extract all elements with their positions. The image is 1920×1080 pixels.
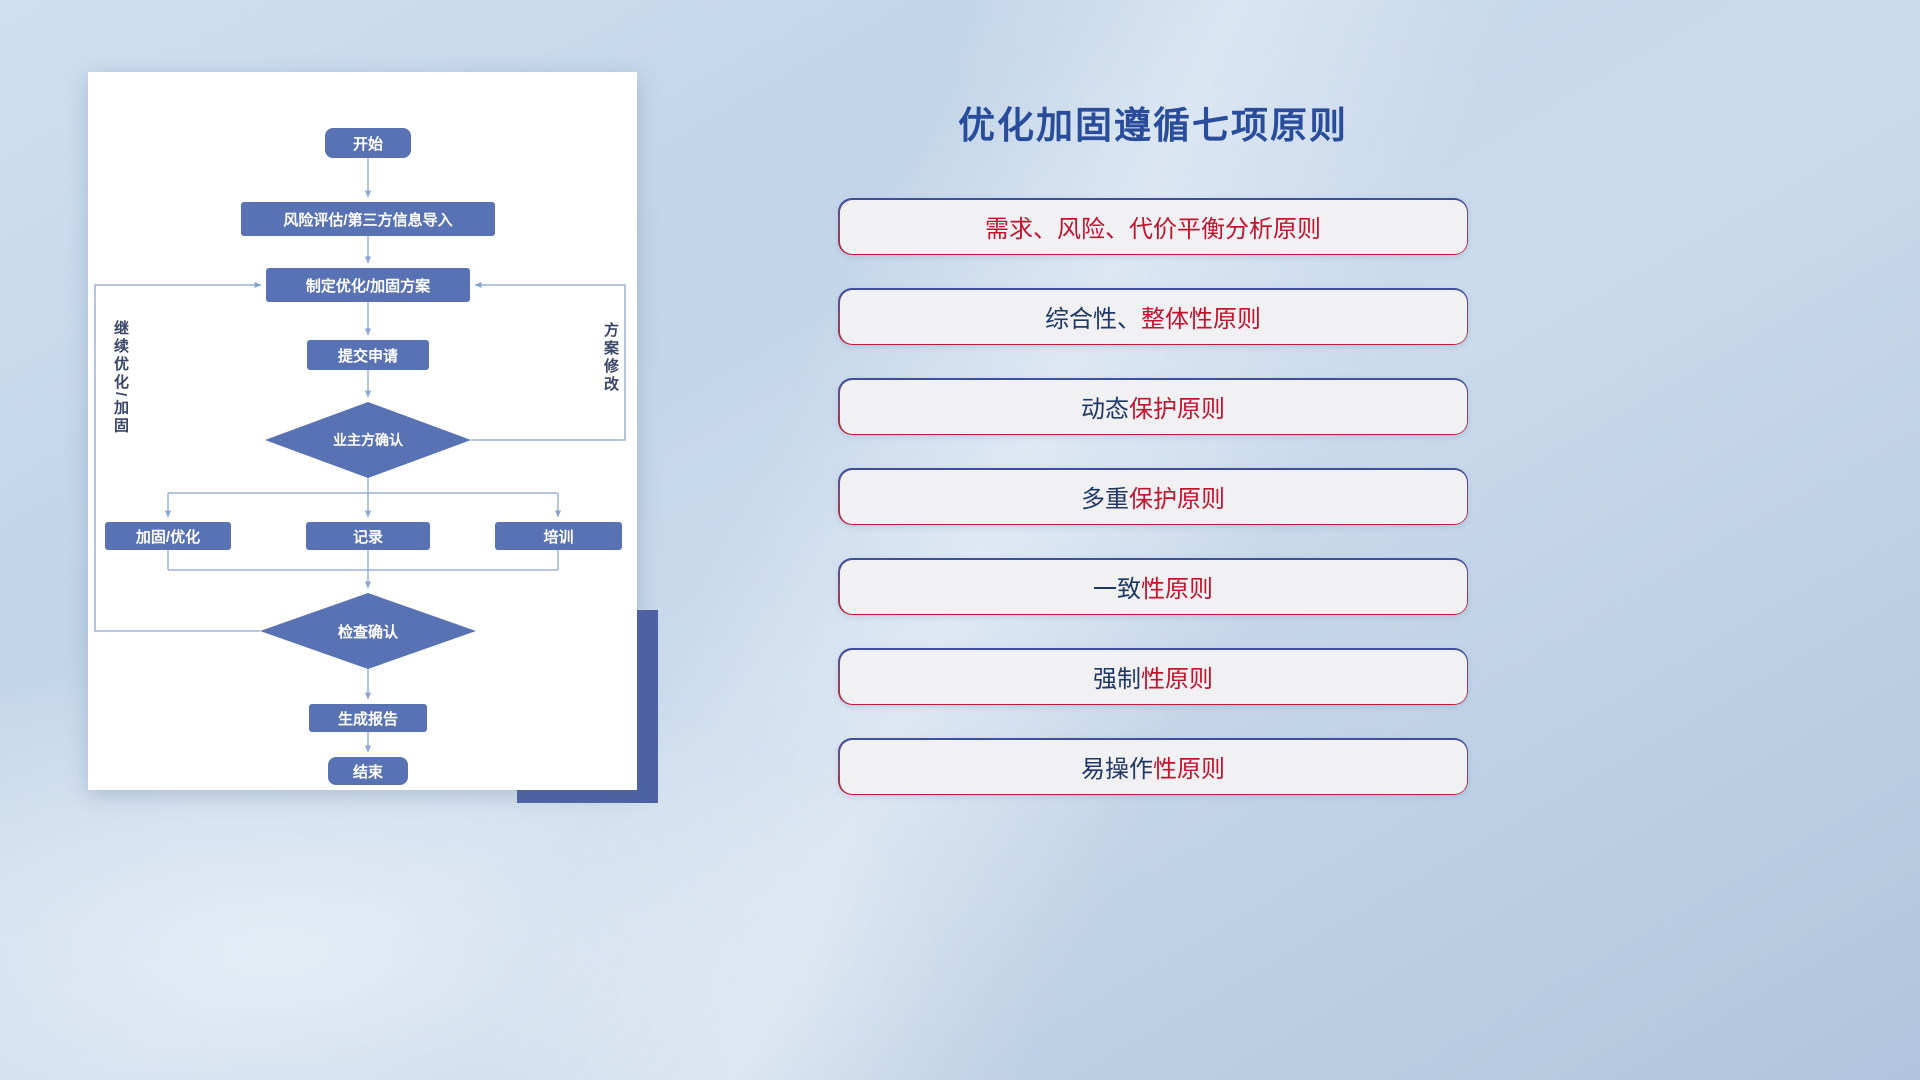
principle-pill-body: 一致性原则: [839, 559, 1467, 614]
principle-item-1: 需求、风险、代价平衡分析原则: [838, 198, 1468, 255]
flow-label-plan-revision-loop: 方案修改: [602, 322, 619, 394]
principle-text-red: 需求、风险、代价平衡分析原则: [985, 216, 1321, 243]
principle-item-7: 易操作性原则: [838, 738, 1468, 795]
principle-text-red: 性原则: [1141, 666, 1213, 693]
principle-item-4: 多重保护原则: [838, 468, 1468, 525]
flowchart-connectors: [94, 158, 626, 753]
principle-text-red: 保护原则: [1129, 396, 1225, 423]
principles-list: 需求、风险、代价平衡分析原则 综合性、整体性原则 动态保护原则 多重保护原则 一…: [838, 198, 1468, 795]
principle-text-blue: 综合性、: [1045, 306, 1141, 333]
flow-node-reinforce: 加固/优化: [105, 522, 231, 550]
principle-text-blue: 易操作: [1081, 756, 1153, 783]
principle-pill-body: 需求、风险、代价平衡分析原则: [839, 199, 1467, 254]
principle-text-blue: 强制: [1093, 666, 1141, 693]
flow-node-record: 记录: [306, 522, 430, 550]
flowchart-card: 开始 风险评估/第三方信息导入 制定优化/加固方案 提交申请 业主方确认 加固/…: [88, 72, 637, 790]
flow-node-end: 结束: [328, 757, 408, 785]
principle-text-red: 保护原则: [1129, 486, 1225, 513]
flow-node-make-plan: 制定优化/加固方案: [266, 268, 470, 302]
principle-item-2: 综合性、整体性原则: [838, 288, 1468, 345]
principle-item-3: 动态保护原则: [838, 378, 1468, 435]
page-title: 优化加固遵循七项原则: [958, 105, 1348, 146]
principle-text-red: 性原则: [1153, 756, 1225, 783]
principle-text-blue: 一致: [1093, 576, 1141, 603]
principle-pill-body: 综合性、整体性原则: [839, 289, 1467, 344]
flow-node-start: 开始: [325, 128, 411, 158]
principle-item-5: 一致性原则: [838, 558, 1468, 615]
principle-text-blue: 多重: [1081, 486, 1129, 513]
flow-node-report: 生成报告: [309, 704, 427, 732]
flow-node-training: 培训: [495, 522, 622, 550]
principle-pill-body: 多重保护原则: [839, 469, 1467, 524]
principle-pill-body: 强制性原则: [839, 649, 1467, 704]
principle-text-red: 性原则: [1141, 576, 1213, 603]
flow-node-submit: 提交申请: [307, 340, 429, 370]
principle-pill-body: 动态保护原则: [839, 379, 1467, 434]
principle-pill-body: 易操作性原则: [839, 739, 1467, 794]
flow-node-risk-import: 风险评估/第三方信息导入: [241, 202, 495, 236]
principle-item-6: 强制性原则: [838, 648, 1468, 705]
principle-text-blue: 动态: [1081, 396, 1129, 423]
principles-panel: 优化加固遵循七项原则 需求、风险、代价平衡分析原则 综合性、整体性原则 动态保护…: [838, 0, 1468, 1080]
principle-text-red: 整体性原则: [1141, 306, 1261, 333]
flow-label-continue-loop: 继续优化/加固: [112, 320, 129, 436]
